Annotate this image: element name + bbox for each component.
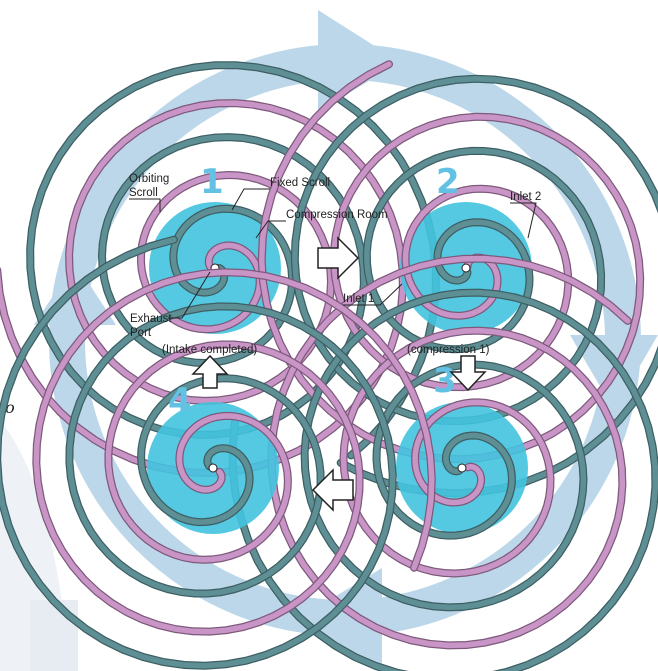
- fixed-scroll-wrap: [292, 76, 658, 497]
- fixed-scroll-wrap: [27, 62, 439, 459]
- step-number-2: 2: [436, 162, 460, 202]
- step-number-4: 4: [168, 381, 192, 421]
- background-shade-block: [30, 600, 78, 671]
- flow-arrow-up: [191, 354, 229, 389]
- step-1-caption: (Intake completed): [162, 344, 257, 356]
- inlet-1-leader: [343, 283, 403, 306]
- step-2-caption: (compression 1): [407, 344, 490, 356]
- orbiting-scroll-leader: [129, 198, 161, 212]
- exhaust-port: [208, 463, 218, 473]
- orbiting-scroll-label-line2: Scroll: [129, 187, 158, 199]
- inlet-2-label: Inlet 2: [510, 191, 541, 203]
- exhaust-port-leader: [168, 271, 211, 319]
- compression-room-leader: [255, 220, 286, 239]
- exhaust-port: [461, 263, 471, 273]
- scroll-diagram-step-4: [0, 235, 436, 670]
- flow-arrow-right: [317, 236, 360, 280]
- orbiting-scroll-wrap: [33, 269, 435, 635]
- step-number-1: 1: [200, 162, 224, 202]
- exhaust-port-label-line2: Port: [130, 327, 152, 339]
- cycle-arrow-top: [318, 10, 400, 112]
- fixed-scroll-leader: [231, 188, 270, 211]
- fixed-scroll-wrap: [229, 289, 658, 671]
- fixed-scroll-label: Fixed Scroll: [270, 177, 330, 189]
- exhaust-port: [457, 463, 467, 473]
- flow-arrow-down: [449, 355, 487, 392]
- compression-room-label: Compression Room: [286, 209, 388, 221]
- exhaust-port-label: Exhaust: [130, 313, 172, 325]
- cycle-arrow-bottom: [300, 568, 382, 671]
- orbiting-scroll-label: Orbiting: [129, 173, 169, 185]
- fixed-scroll-wrap: [0, 236, 396, 669]
- inlet-1-label: Inlet 1: [343, 293, 374, 305]
- flow-arrow-left: [311, 468, 354, 512]
- step-number-3: 3: [433, 361, 457, 401]
- inlet-2-leader: [510, 202, 537, 239]
